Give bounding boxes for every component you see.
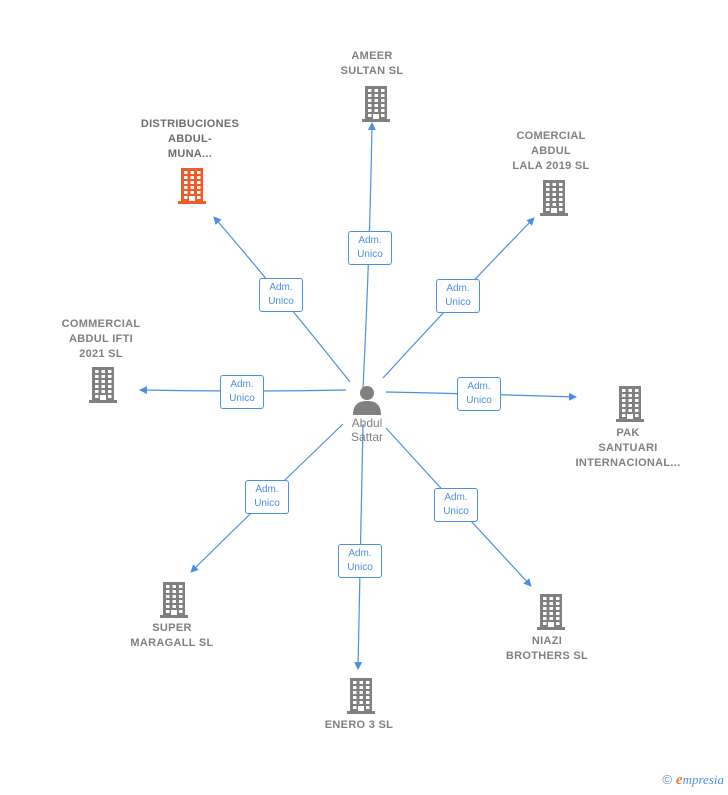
company-node[interactable]: SUPER MARAGALL SL (112, 621, 232, 651)
person-node[interactable]: Abdul Sattar (328, 384, 406, 444)
role-badge[interactable]: Adm. Unico (220, 375, 264, 409)
role-badge[interactable]: Adm. Unico (338, 544, 382, 578)
brand-name: mpresia (682, 772, 724, 787)
brand-footer: ©empresia (662, 772, 724, 789)
copyright-symbol: © (662, 772, 672, 787)
company-node[interactable]: ENERO 3 SL (300, 718, 418, 733)
person-name: Abdul Sattar (350, 416, 383, 444)
role-badge[interactable]: Adm. Unico (259, 278, 303, 312)
company-name: NIAZI BROTHERS SL (505, 635, 589, 662)
company-name: COMERCIAL ABDUL LALA 2019 SL (512, 130, 590, 172)
building-icon[interactable] (538, 180, 570, 221)
company-name: PAK SANTUARI INTERNACIONAL... (575, 427, 681, 469)
company-name: COMMERCIAL ABDUL IFTI 2021 SL (61, 318, 141, 360)
company-node[interactable]: AMEER SULTAN SL (320, 49, 424, 79)
role-badge[interactable]: Adm. Unico (245, 480, 289, 514)
building-icon[interactable] (614, 386, 646, 427)
role-badge[interactable]: Adm. Unico (434, 488, 478, 522)
building-icon[interactable] (176, 168, 208, 209)
building-icon[interactable] (158, 582, 190, 623)
brand-initial: e (675, 772, 683, 788)
building-icon[interactable] (535, 594, 567, 635)
company-node[interactable]: DISTRIBUCIONES ABDUL- MUNA... (128, 117, 252, 162)
company-node[interactable]: PAK SANTUARI INTERNACIONAL... (562, 426, 694, 471)
role-badge[interactable]: Adm. Unico (348, 231, 392, 265)
building-icon[interactable] (360, 86, 392, 127)
role-badge[interactable]: Adm. Unico (457, 377, 501, 411)
company-name: ENERO 3 SL (324, 719, 394, 731)
company-node[interactable]: COMERCIAL ABDUL LALA 2019 SL (497, 129, 605, 174)
company-name: AMEER SULTAN SL (340, 50, 404, 77)
building-icon[interactable] (345, 678, 377, 719)
building-icon[interactable] (87, 367, 119, 408)
person-icon (353, 386, 381, 415)
role-badge[interactable]: Adm. Unico (436, 279, 480, 313)
company-node[interactable]: COMMERCIAL ABDUL IFTI 2021 SL (46, 317, 156, 362)
company-name: SUPER MARAGALL SL (130, 622, 214, 649)
company-node[interactable]: NIAZI BROTHERS SL (495, 634, 599, 664)
company-name: DISTRIBUCIONES ABDUL- MUNA... (140, 118, 240, 160)
